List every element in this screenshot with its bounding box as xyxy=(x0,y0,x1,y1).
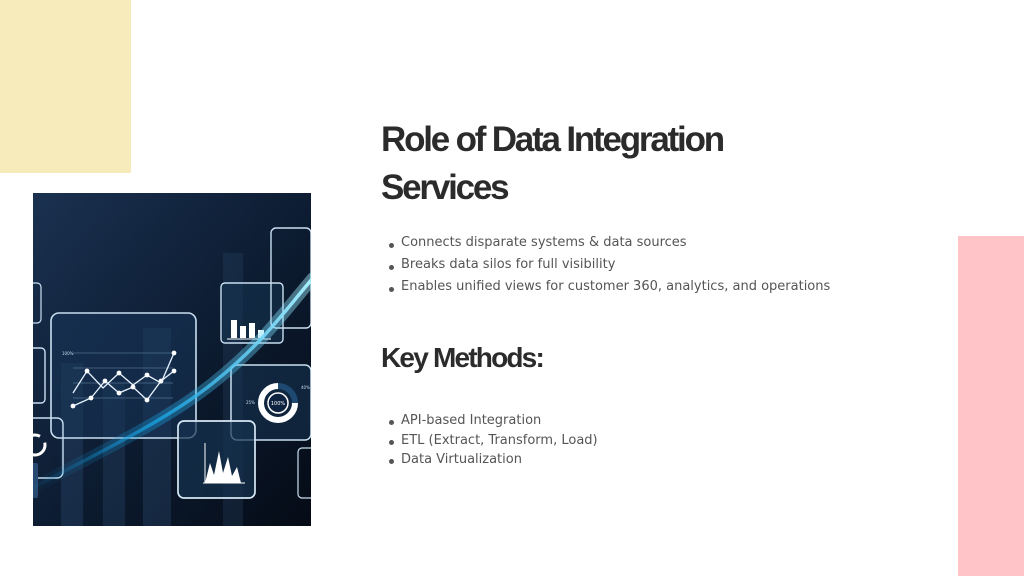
methods-bullet-list: API-based Integration ETL (Extract, Tran… xyxy=(389,411,598,470)
bullet-dot xyxy=(389,420,394,425)
gauge-center-label: 100% xyxy=(271,401,286,407)
list-item-text: Data Virtualization xyxy=(401,452,522,467)
list-item-text: ETL (Extract, Transform, Load) xyxy=(401,432,598,448)
list-item-text: Breaks data silos for full visibility xyxy=(401,257,616,272)
bullet-dot xyxy=(389,265,394,270)
list-item: ETL (Extract, Transform, Load) xyxy=(389,431,598,451)
list-item-text: Connects disparate systems & data source… xyxy=(401,235,687,250)
bullet-dot xyxy=(389,439,394,445)
decorative-pink-block xyxy=(958,236,1024,576)
bullet-dot xyxy=(389,287,394,292)
slide-title: Role of Data Integration Services xyxy=(381,120,725,207)
list-item-text: Enables unified views for customer 360, … xyxy=(401,279,831,294)
hero-percent-label: 100% xyxy=(62,351,74,356)
bullet-dot xyxy=(389,243,394,248)
data-analytics-hero-image: 100% 100% 25% 40% xyxy=(33,193,311,526)
methods-heading: Key Methods: xyxy=(381,342,545,373)
role-bullet-list: Connects disparate systems & data source… xyxy=(389,232,830,298)
list-item: Enables unified views for customer 360, … xyxy=(389,276,830,298)
list-item: Connects disparate systems & data source… xyxy=(389,232,830,254)
list-item: Breaks data silos for full visibility xyxy=(389,254,830,276)
gauge-right-label: 40% xyxy=(301,385,310,390)
bullet-dot xyxy=(389,459,394,464)
list-item: Data Virtualization xyxy=(389,450,598,470)
gauge-left-label: 25% xyxy=(246,400,255,405)
list-item-text: API-based Integration xyxy=(401,413,542,428)
list-item: API-based Integration xyxy=(389,411,598,431)
decorative-yellow-block xyxy=(0,0,131,173)
